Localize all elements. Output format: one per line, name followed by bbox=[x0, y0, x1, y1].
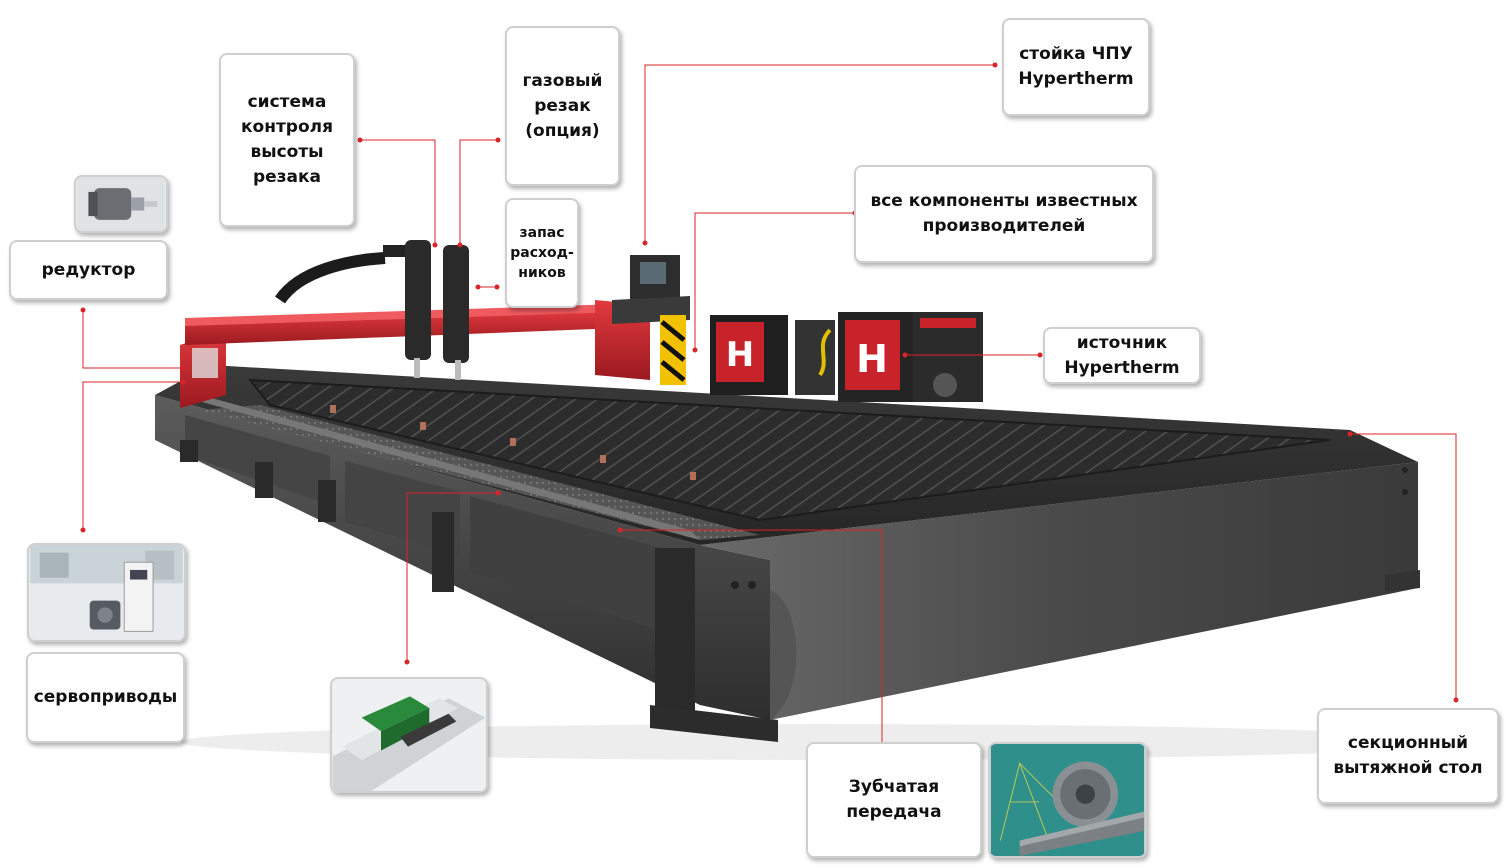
svg-text:H: H bbox=[726, 335, 754, 375]
height-control-label: система контроля высоты резака bbox=[219, 53, 355, 227]
servo-label: сервоприводы bbox=[26, 652, 185, 743]
gear-label: Зубчатая передача bbox=[806, 742, 982, 858]
gearbox-photo-icon bbox=[74, 175, 168, 233]
gas-cutter-label: газовый резак (опция) bbox=[505, 26, 620, 186]
gear-rack-photo-icon bbox=[988, 742, 1147, 858]
consumables-label: запас расход- ников bbox=[505, 198, 579, 308]
svg-text:H: H bbox=[856, 337, 888, 381]
source-label: источник Hypertherm bbox=[1043, 327, 1201, 384]
reducer-label: редуктор bbox=[9, 240, 168, 300]
servo-drive-photo-icon bbox=[27, 543, 186, 642]
components-label: все компоненты известных производителей bbox=[854, 165, 1154, 263]
linear-guide-rail-photo-icon bbox=[330, 677, 488, 793]
exhaust-table-label: секционный вытяжной стол bbox=[1317, 708, 1499, 804]
cnc-rack-label: стойка ЧПУ Hypertherm bbox=[1002, 18, 1150, 116]
